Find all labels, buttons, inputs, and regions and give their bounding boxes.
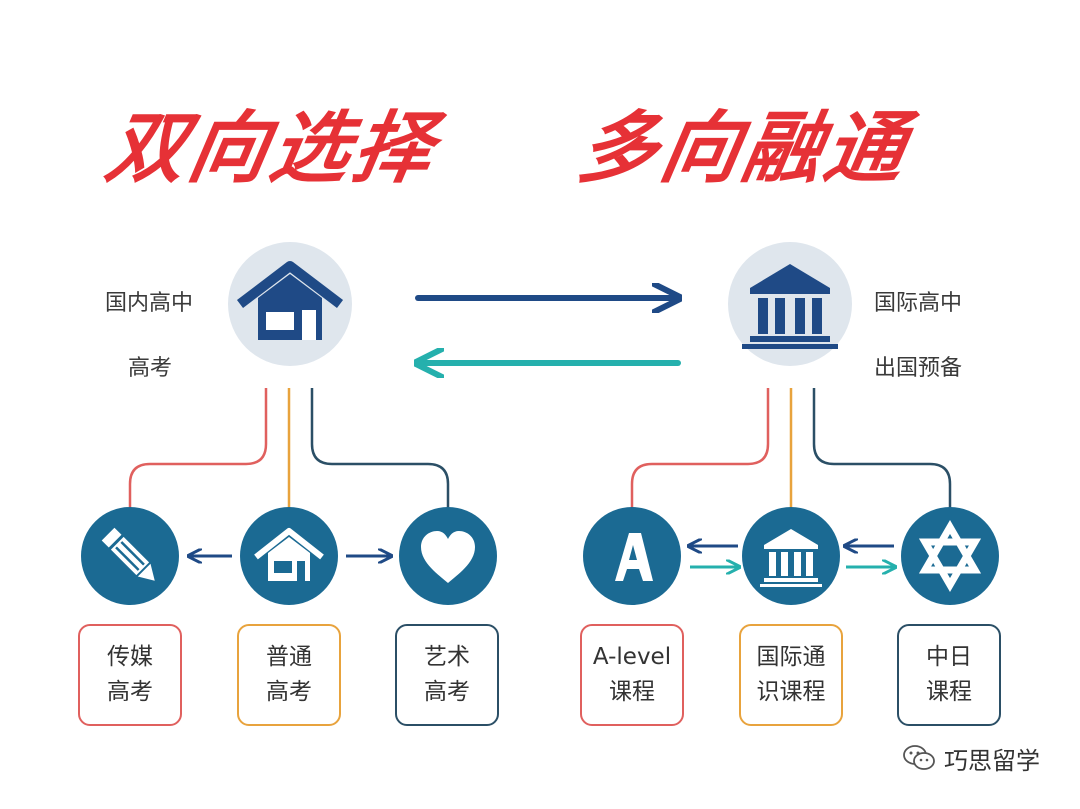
general-education-node — [742, 507, 840, 605]
track-label-line1: 国际通 — [756, 644, 826, 670]
track-label-line1: A-level — [592, 644, 672, 670]
international-school-node — [728, 242, 852, 366]
house-icon — [254, 528, 324, 581]
track-box-general-education: 国际通识课程 — [739, 624, 843, 726]
institution-icon — [760, 529, 822, 587]
track-label-line2: 识课程 — [756, 679, 826, 705]
track-box-media-gaokao: 传媒高考 — [78, 624, 182, 726]
track-label-line1: 中日 — [926, 644, 972, 670]
label-domestic-high-school: 国内高中 — [105, 291, 194, 316]
track-label-line2: 课程 — [926, 679, 972, 705]
track-label-line2: 课程 — [608, 679, 655, 705]
domestic-school-node — [228, 242, 352, 366]
label-gaokao: 高考 — [128, 356, 173, 381]
art-gaokao-node — [399, 507, 497, 605]
track-box-alevel: A-level 课程 — [580, 624, 684, 726]
branch-line-media — [128, 388, 268, 512]
track-label-line2: 高考 — [107, 679, 153, 705]
track-label-line1: 传媒 — [107, 644, 153, 670]
track-box-art-gaokao: 艺术高考 — [395, 624, 499, 726]
star-of-david-icon — [918, 520, 982, 592]
general-gaokao-node — [240, 507, 338, 605]
label-international-high-school: 国际高中 — [874, 291, 963, 316]
title-left: 双向选择 — [99, 104, 444, 194]
track-label-line1: 普通 — [266, 644, 312, 670]
label-study-abroad-prep: 出国预备 — [874, 356, 963, 381]
track-box-general-gaokao: 普通高考 — [237, 624, 341, 726]
branch-line-alevel — [630, 388, 770, 512]
letter-a-icon — [615, 533, 653, 581]
sino-japanese-node — [901, 507, 999, 605]
branch-line-art — [310, 388, 450, 512]
watermark: 巧思留学 — [902, 740, 1040, 776]
watermark-text: 巧思留学 — [944, 746, 1040, 775]
heart-icon — [421, 531, 475, 583]
institution-icon — [742, 264, 838, 349]
wechat-icon — [903, 745, 935, 770]
pencil-icon — [101, 527, 155, 581]
title-right: 多向融通 — [571, 104, 916, 194]
branch-line-sino-japanese — [812, 388, 952, 512]
house-icon — [236, 261, 344, 340]
track-label-line2: 高考 — [266, 679, 312, 705]
track-box-sino-japanese: 中日课程 — [897, 624, 1001, 726]
media-gaokao-node — [81, 507, 179, 605]
track-label-line1: 艺术 — [424, 644, 470, 670]
track-label-line2: 高考 — [424, 679, 470, 705]
alevel-node — [583, 507, 681, 605]
